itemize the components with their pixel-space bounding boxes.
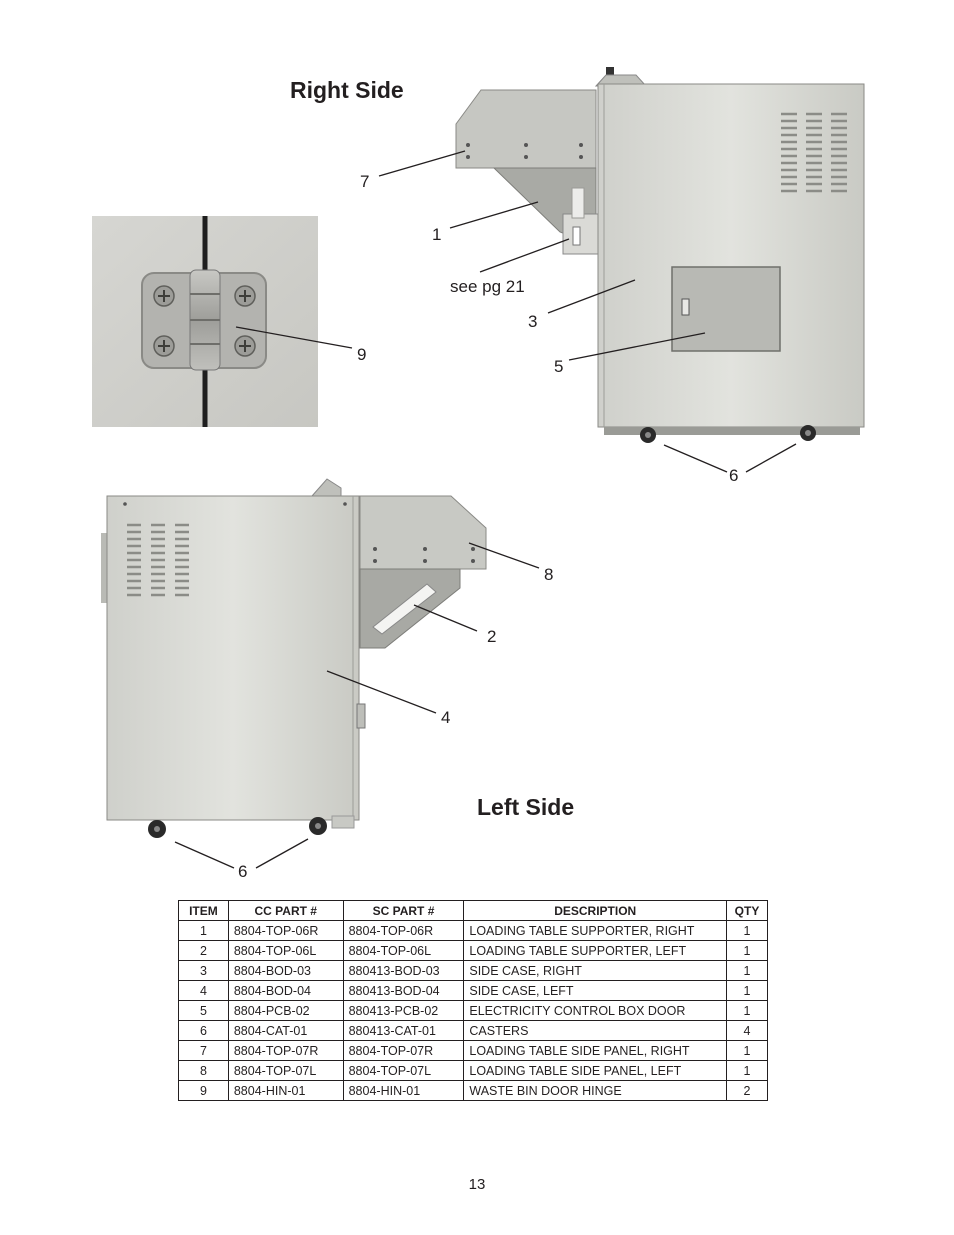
item-cell: 5 [178,1000,229,1021]
header-item: ITEM [178,900,229,921]
table-row: 4 8804-BOD-04 880413-BOD-04 SIDE CASE, L… [178,980,768,1001]
description-cell: SIDE CASE, RIGHT [463,960,728,981]
callout-6-right: 6 [729,466,739,485]
left-side-heading: Left Side [477,794,575,820]
item-cell: 4 [178,980,229,1001]
qty-cell: 1 [726,920,768,941]
callout-4: 4 [441,708,451,727]
table-header-row: ITEM CC PART # SC PART # DESCRIPTION QTY [178,900,768,921]
callout-7: 7 [360,172,370,191]
vent-slots [781,112,847,193]
table-row: 3 8804-BOD-03 880413-BOD-03 SIDE CASE, R… [178,960,768,981]
callout-3: 3 [528,312,538,331]
callout-9: 9 [357,345,367,364]
callout-5: 5 [554,357,564,376]
callout-1: 1 [432,225,442,244]
table-row: 5 8804-PCB-02 880413-PCB-02 ELECTRICITY … [178,1000,768,1021]
header-description: DESCRIPTION [463,900,728,921]
cc-part-cell: 8804-BOD-04 [227,980,344,1001]
callout-8: 8 [544,565,554,584]
qty-cell: 1 [726,960,768,981]
item-cell: 3 [178,960,229,981]
description-cell: LOADING TABLE SUPPORTER, RIGHT [463,920,728,941]
cc-part-cell: 8804-PCB-02 [227,1000,344,1021]
qty-cell: 1 [726,980,768,1001]
table-row: 6 8804-CAT-01 880413-CAT-01 CASTERS 4 [178,1020,768,1041]
table-row: 7 8804-TOP-07R 8804-TOP-07R LOADING TABL… [178,1040,768,1061]
description-cell: LOADING TABLE SIDE PANEL, RIGHT [463,1040,728,1061]
cc-part-cell: 8804-HIN-01 [227,1080,344,1101]
description-cell: LOADING TABLE SIDE PANEL, LEFT [463,1060,728,1081]
item-cell: 1 [178,920,229,941]
callout-2: 2 [487,627,497,646]
qty-cell: 1 [726,1060,768,1081]
header-qty: QTY [726,900,768,921]
item-cell: 8 [178,1060,229,1081]
right-side-machine-photo [455,67,865,443]
right-side-heading: Right Side [290,77,404,103]
left-side-machine-photo [101,478,487,838]
cc-part-cell: 8804-BOD-03 [227,960,344,981]
sc-part-cell: 8804-HIN-01 [342,1080,465,1101]
qty-cell: 1 [726,940,768,961]
cc-part-cell: 8804-TOP-06L [227,940,344,961]
table-row: 9 8804-HIN-01 8804-HIN-01 WASTE BIN DOOR… [178,1080,768,1101]
table-row: 1 8804-TOP-06R 8804-TOP-06R LOADING TABL… [178,920,768,941]
item-cell: 2 [178,940,229,961]
item-cell: 7 [178,1040,229,1061]
sc-part-cell: 880413-CAT-01 [342,1020,465,1041]
cc-part-cell: 8804-TOP-06R [227,920,344,941]
sc-part-cell: 880413-PCB-02 [342,1000,465,1021]
sc-part-cell: 8804-TOP-07L [342,1060,465,1081]
callout-6-left: 6 [238,862,248,881]
sc-part-cell: 880413-BOD-04 [342,980,465,1001]
description-cell: WASTE BIN DOOR HINGE [463,1080,728,1101]
hinge-detail-photo [92,216,318,427]
sc-part-cell: 880413-BOD-03 [342,960,465,981]
sc-part-cell: 8804-TOP-06R [342,920,465,941]
cc-part-cell: 8804-CAT-01 [227,1020,344,1041]
qty-cell: 1 [726,1040,768,1061]
qty-cell: 2 [726,1080,768,1101]
description-cell: CASTERS [463,1020,728,1041]
description-cell: ELECTRICITY CONTROL BOX DOOR [463,1000,728,1021]
cc-part-cell: 8804-TOP-07L [227,1060,344,1081]
callout-see-page: see pg 21 [450,277,525,296]
cc-part-cell: 8804-TOP-07R [227,1040,344,1061]
qty-cell: 4 [726,1020,768,1041]
description-cell: SIDE CASE, LEFT [463,980,728,1001]
qty-cell: 1 [726,1000,768,1021]
description-cell: LOADING TABLE SUPPORTER, LEFT [463,940,728,961]
header-cc-part: CC PART # [227,900,344,921]
vent-slots [127,523,189,597]
sc-part-cell: 8804-TOP-06L [342,940,465,961]
item-cell: 6 [178,1020,229,1041]
table-row: 8 8804-TOP-07L 8804-TOP-07L LOADING TABL… [178,1060,768,1081]
leader-lines [174,150,797,869]
sc-part-cell: 8804-TOP-07R [342,1040,465,1061]
header-sc-part: SC PART # [342,900,465,921]
page-number: 13 [468,1176,486,1193]
item-cell: 9 [178,1080,229,1101]
table-row: 2 8804-TOP-06L 8804-TOP-06L LOADING TABL… [178,940,768,961]
parts-table: ITEM CC PART # SC PART # DESCRIPTION QTY… [178,900,768,1101]
